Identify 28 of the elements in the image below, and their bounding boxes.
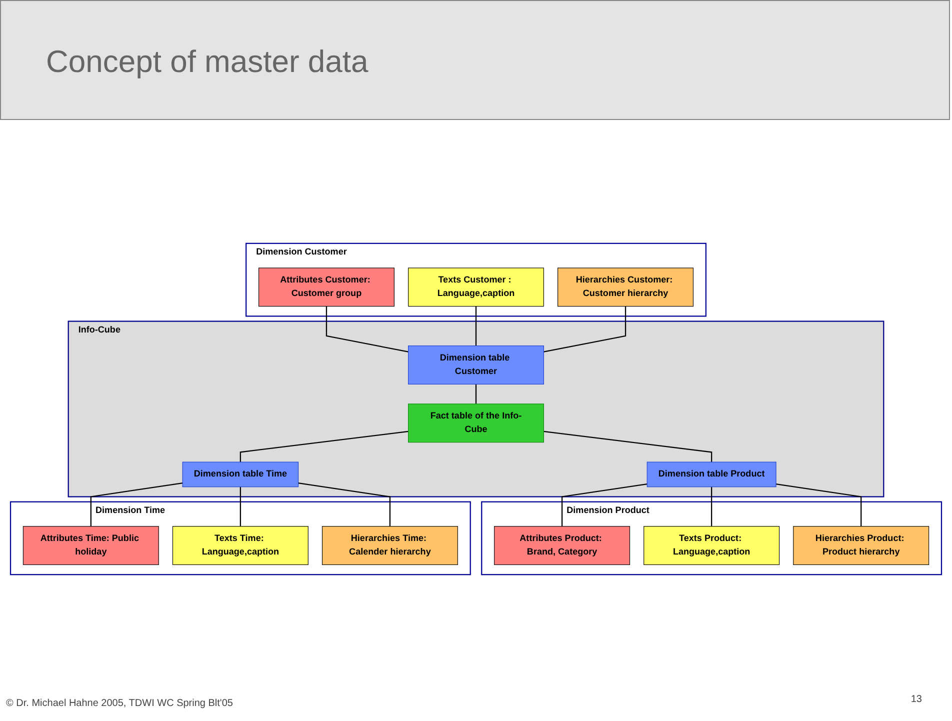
node-box: Texts Time: Language,caption — [172, 526, 308, 565]
connector — [90, 482, 183, 526]
node-box: Attributes Time: Public holiday — [22, 526, 159, 565]
connector — [240, 486, 241, 526]
node-box: Texts Customer : Language,caption — [408, 268, 544, 307]
node-box: Dimension table Time — [182, 462, 299, 488]
connector — [711, 486, 712, 526]
node-box: Texts Product: Language,caption — [644, 526, 780, 565]
footer-note: © Dr. Michael Hahne 2005, TDWI WC Spring Blt'05 — [6, 698, 233, 709]
node-box: Fact table of the Info-Cube — [408, 404, 544, 443]
connector — [561, 484, 648, 526]
connector — [475, 306, 477, 346]
connector — [240, 430, 408, 462]
connector — [298, 482, 391, 526]
slide-title: Concept of master data — [46, 44, 368, 80]
connector — [776, 484, 862, 526]
node-box: Hierarchies Customer: Customer hierarchy — [558, 268, 694, 307]
connector — [326, 306, 408, 352]
connector — [544, 306, 626, 352]
node-box: Dimension table Customer — [408, 346, 544, 384]
node-box: Attributes Product: Brand, Category — [494, 526, 630, 565]
node-box: Hierarchies Product: Product hierarchy — [793, 526, 930, 565]
connector — [475, 384, 477, 404]
page-number: 13 — [910, 694, 922, 705]
node-box: Hierarchies Time: Calender hierarchy — [322, 526, 458, 565]
node-box: Attributes Customer: Customer group — [258, 268, 394, 307]
node-box: Dimension table Product — [646, 462, 776, 488]
connector — [544, 430, 712, 462]
